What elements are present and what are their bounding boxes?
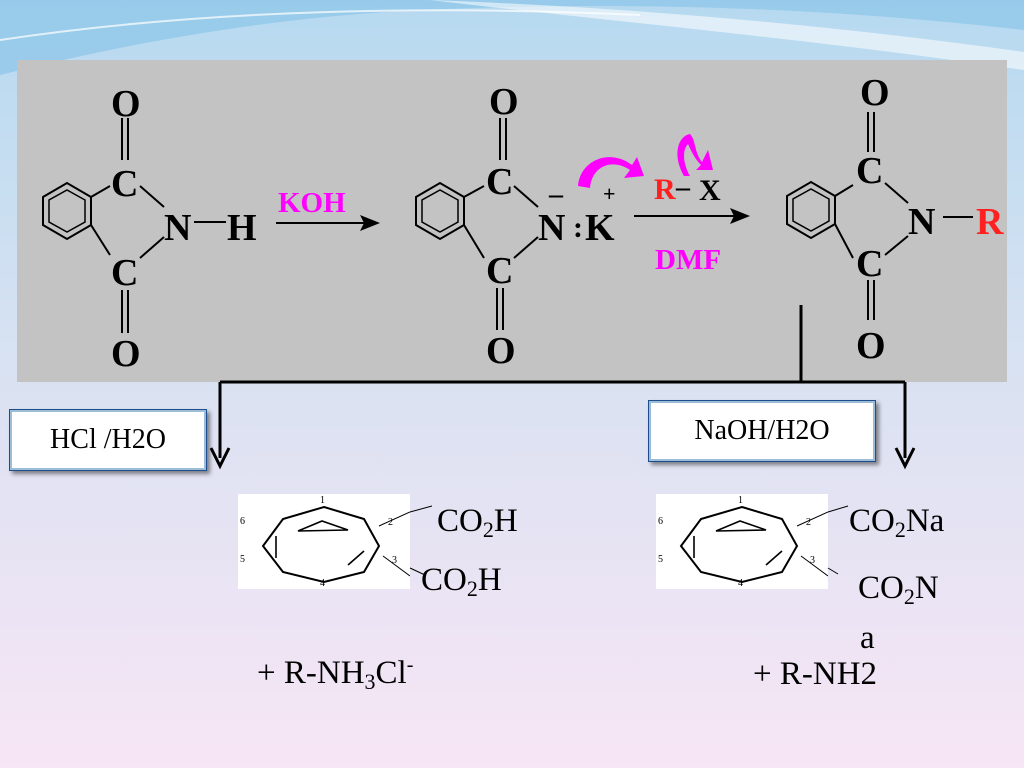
ring-num-4: 4 [738,578,743,589]
minus-charge: – [548,179,564,210]
atom-n-3: N [908,201,935,243]
acid-hydrolysis-text: HCl /H2O [50,424,166,455]
acid-hydrolysis-label: HCl /H2O [9,409,207,471]
ring-num-2: 2 [806,517,811,528]
branch-lines [209,305,916,470]
reaction-scheme-panel [17,60,1007,382]
base-substituent-2: CO2N [858,570,939,609]
benzene-ring-base: 1 2 3 4 5 6 [656,494,828,589]
atom-c-bot-1: C [111,252,138,294]
base-hydrolysis-text: NaOH/H2O [694,415,830,446]
atom-o-bot-1: O [111,333,141,375]
atom-n-1: N [164,207,191,249]
electron-arrow-2 [677,134,713,176]
ring-num-6: 6 [658,516,663,527]
atom-n-2: N [538,207,565,249]
atom-o-top-3: O [860,72,890,114]
phthalimide-structure [42,118,226,333]
alkyl-dash: – [675,172,691,203]
base-substituent-1: CO2Na [849,503,945,542]
salt-structure [415,118,539,330]
acid-substituent-2: CO2H [421,562,502,601]
atom-c-bot-3: C [856,243,883,285]
atom-o-bot-2: O [486,330,516,372]
atom-h-1: H [227,207,257,249]
background-wave [0,0,1024,75]
atom-r-3: R [976,201,1004,243]
ring-num-3: 3 [810,555,815,566]
electron-arrow-1 [578,157,644,188]
arrow-koh-head [360,215,380,231]
ring-num-3: 3 [392,555,397,566]
ring-num-6: 6 [240,516,245,527]
atom-c-top-1: C [111,163,138,205]
base-substituent-2-wrap: a [860,620,875,656]
atom-k: K [585,207,615,249]
arrow-dmf-head [730,208,750,224]
reagent-koh: KOH [278,187,346,219]
ring-num-1: 1 [738,495,743,506]
ring-num-2: 2 [388,517,393,528]
acid-byproduct: + R-NH3Cl- [257,654,414,694]
atom-o-top-1: O [111,83,141,125]
ring-num-1: 1 [320,495,325,506]
atom-o-bot-3: O [856,325,886,367]
n-alkylphthalimide-structure [786,112,973,320]
plus-charge: + [603,181,616,206]
halide-x: X [699,174,721,207]
alkyl-r: R [654,173,676,206]
ring-num-4: 4 [320,578,325,589]
solvent-dmf: DMF [655,244,721,276]
benzene-ring-acid: 1 2 3 4 5 6 [238,494,410,589]
base-hydrolysis-label: NaOH/H2O [648,400,876,462]
atom-c-bot-2: C [486,250,513,292]
acid-substituent-1: CO2H [437,503,518,542]
lone-pair: : [573,211,583,244]
base-byproduct: + R-NH2 [753,656,878,692]
atom-c-top-3: C [856,150,883,192]
ring-num-5: 5 [240,554,245,565]
atom-o-top-2: O [489,81,519,123]
atom-c-top-2: C [486,161,513,203]
ring-num-5: 5 [658,554,663,565]
